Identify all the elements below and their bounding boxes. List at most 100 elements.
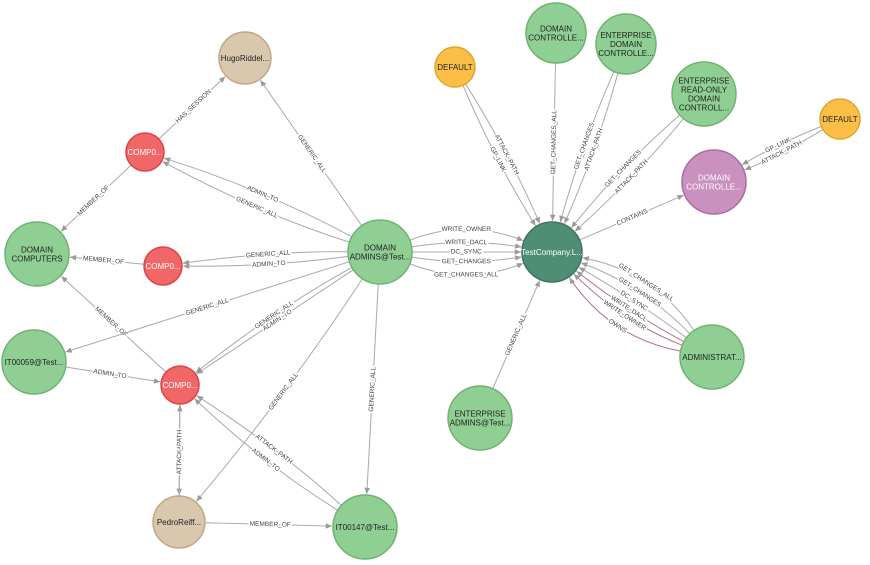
edge-gp-link[interactable]: GP_LINK [741,125,822,166]
edge-generic-all[interactable]: GENERIC_ALL [260,79,363,227]
node-circle[interactable] [1,329,67,395]
node-hugo[interactable]: HugoRiddel... [218,31,272,85]
edge-dc-sync[interactable]: DC_SYNC [412,247,521,257]
edge-line[interactable] [60,275,167,373]
edge-line[interactable] [196,395,342,506]
edge-get-changes-all[interactable]: GET_CHANGES_ALL [409,262,524,280]
edge-get-changes[interactable]: GET_CHANGES [411,255,522,267]
edge-attack-path[interactable]: ATTACK_PATH [564,72,619,224]
edge-line[interactable] [182,251,349,266]
node-testcompany[interactable]: TestCompany.L... [521,221,583,283]
edge-line[interactable] [579,194,684,241]
node-circle[interactable] [447,385,513,451]
edge-get-changes-all[interactable]: GET_CHANGES_ALL [549,62,560,222]
edge-line[interactable] [409,262,524,276]
edge-write-dacl[interactable]: WRITE_DACL [411,238,522,249]
node-circle[interactable] [521,221,583,283]
node-it59[interactable]: IT00059@Test... [1,329,67,395]
edge-member-of[interactable]: MEMBER_OF [60,275,167,373]
node-ent-admins[interactable]: ENTERPRISEADMINS@Test... [447,385,513,451]
edge-line[interactable] [60,164,132,232]
edge-line[interactable] [260,79,363,227]
node-comp-b[interactable]: COMP0... [143,246,183,286]
edge-admin-to[interactable]: ADMIN_TO [182,255,349,270]
edge-get-changes[interactable]: GET_CHANGES [559,71,615,223]
edge-line[interactable] [69,254,145,265]
edge-generic-all[interactable]: GENERIC_ALL [492,280,541,389]
edge-line[interactable] [578,266,687,339]
edge-member-of[interactable]: MEMBER_OF [204,519,333,530]
edge-line[interactable] [411,241,522,249]
edge-attack-path[interactable]: ATTACK_PATH [465,83,541,224]
edge-line[interactable] [65,261,350,353]
edge-line[interactable] [582,256,695,331]
edge-member-of[interactable]: MEMBER_OF [60,164,132,232]
node-circle[interactable] [332,494,398,560]
node-circle[interactable] [152,495,206,549]
edge-line[interactable] [194,398,339,511]
node-default2[interactable]: DEFAULT [819,98,861,140]
node-circle[interactable] [434,46,476,88]
edge-admin-to[interactable]: ADMIN_TO [65,366,161,384]
edge-contains[interactable]: CONTAINS [579,194,684,241]
edge-line[interactable] [559,71,615,223]
edge-line[interactable] [465,83,541,224]
node-circle[interactable] [679,324,745,390]
edge-attack-path[interactable]: ATTACK_PATH [175,404,185,497]
edge-line[interactable] [744,129,824,171]
edge-admin-to[interactable]: ADMIN_TO [194,398,339,511]
node-circle[interactable] [125,132,165,172]
node-circle[interactable] [671,61,737,127]
edge-line[interactable] [492,280,541,389]
edge-line[interactable] [195,278,363,502]
edge-line[interactable] [411,255,522,263]
edge-member-of[interactable]: MEMBER_OF [69,254,145,267]
node-circle[interactable] [595,13,657,75]
edge-line[interactable] [204,522,333,529]
edge-attack-path[interactable]: ATTACK_PATH [744,129,824,171]
edge-line[interactable] [573,273,683,346]
edge-line[interactable] [741,125,822,166]
edge-line[interactable] [182,255,349,270]
node-erodc[interactable]: ENTERPRISEREAD-ONLYDOMAINCONTROLL... [671,61,737,127]
edge-line[interactable] [580,262,691,335]
node-circle[interactable] [681,149,747,215]
edge-attack-path[interactable]: ATTACK_PATH [196,395,342,506]
node-circle[interactable] [4,221,70,287]
edge-line[interactable] [195,267,353,373]
node-pedro[interactable]: PedroReiff... [152,495,206,549]
node-comp-c[interactable]: COMP0... [160,365,200,405]
edge-line[interactable] [177,404,183,497]
node-it147[interactable]: IT00147@Test... [332,494,398,560]
node-edc[interactable]: ENTERPRISEDOMAINCONTROLLE... [595,13,657,75]
edge-line[interactable] [568,277,681,352]
node-circle[interactable] [525,2,587,64]
node-circle[interactable] [160,365,200,405]
edge-line[interactable] [462,85,536,226]
node-circle[interactable] [143,246,183,286]
edge-gp-link[interactable]: GP_LINK [462,85,536,226]
node-administrator[interactable]: ADMINISTRAT... [679,324,745,390]
edge-line[interactable] [65,366,161,384]
edge-line[interactable] [574,118,684,232]
node-default1[interactable]: DEFAULT [434,46,476,88]
edge-generic-all[interactable]: GENERIC_ALL [65,261,350,353]
edge-generic-all[interactable]: GENERIC_ALL [364,283,379,495]
edge-line[interactable] [162,161,350,243]
edge-line[interactable] [196,269,354,375]
edge-line[interactable] [158,76,226,140]
edge-line[interactable] [564,72,619,224]
edge-line[interactable] [570,114,681,229]
node-dc-ou[interactable]: DOMAINCONTROLLE... [681,149,747,215]
edge-line[interactable] [576,270,685,343]
node-comp-a[interactable]: COMP0... [125,132,165,172]
node-circle[interactable] [347,219,413,285]
edge-write-owner[interactable]: WRITE_OWNER [409,224,524,242]
node-circle[interactable] [819,98,861,140]
edge-line[interactable] [163,157,353,238]
edge-line[interactable] [409,228,524,242]
node-dc1[interactable]: DOMAINCONTROLLE... [525,2,587,64]
node-circle[interactable] [218,31,272,85]
edge-line[interactable] [364,283,379,495]
